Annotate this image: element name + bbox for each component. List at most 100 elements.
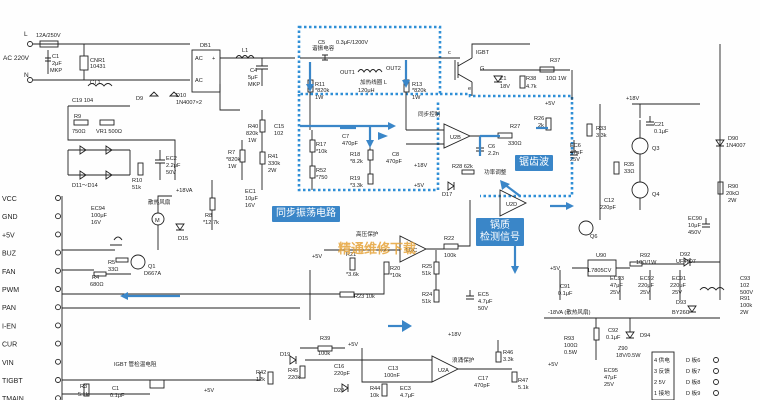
connector-pin-terminal [55,377,61,383]
resistor-R37 [539,66,555,73]
label-Z90v: 18V/0.5W [616,353,641,359]
label-R5v: 33Ω [108,267,118,273]
label-R7v: *820k [226,157,241,163]
zener-Z1 [493,75,503,83]
label-D15: D15 [178,236,188,242]
d-board-pin-label: 2 5V [654,380,666,386]
label-R3v: 5.1k [78,392,89,398]
capacitor-C4 [256,58,268,86]
label-EC95u: 25V [604,382,614,388]
label-EC6u: 25V [570,157,580,163]
resistor-R39 [317,345,333,352]
fuse [39,40,59,48]
label-DB1-plus: + [212,56,215,62]
label-R92: R92 [640,253,650,259]
connector-pin-label: VCC [2,196,17,203]
connector-pin-terminal [55,340,61,347]
label-C4: C4 [250,68,257,74]
label-EC3v: 4.7μF [400,393,415,399]
potentiometer-VR1 [99,119,115,126]
d-board-target-label: D 板7 [686,367,700,375]
label-fan-motor-M: M [155,218,160,224]
connector-pin-label: TMAIN [2,396,24,400]
connector-pin-group: VCCGND+5VBUZFANPWMPANI-ENCURVINTIGBTTMAI… [2,195,61,400]
label-fan: 散热风扇 [148,198,171,206]
resistor-R90 [717,181,724,195]
label-D93: D93 [676,300,686,306]
label-EC90: EC90 [688,216,702,222]
label-R92v: 10Ω/1W [636,260,657,266]
power-supply-5v: U90 L7805CV +5V R92 10Ω/1W D92 UF4007 C9… [550,252,753,316]
label-R21v: *3.6k [346,272,359,278]
label-D10: D10 [176,93,186,99]
label-EC90u: 450V [688,230,701,236]
label-EC94: EC94 [91,206,105,212]
label-C1b: C1 [112,386,119,392]
resistor-R21 [349,257,356,271]
resistor-R45 [299,365,306,379]
label-C1v: 2μF [52,61,62,67]
label-U2D: U2D [506,202,517,208]
label-R46v: 3.3k [503,357,514,363]
label-R7: R7 [228,150,235,156]
transformer-winding [699,287,725,291]
label-R47: R47 [518,378,528,384]
label-coil: 加热线圈 L [360,78,387,86]
label-EC91u: 25V [672,290,682,296]
label-R42v: 12k [256,377,265,383]
label-R52v: *750 [316,175,328,181]
label-EC94u: 16V [91,220,101,226]
resonant-dotted-box [297,25,442,96]
label-R20v: *10k [390,273,401,279]
label-R19v: *3.3k [350,183,363,189]
label-R22v: 100k [444,253,456,259]
label-R4: R4 [92,275,99,281]
label-EC91: EC91 [672,276,686,282]
diode-D19 [289,355,297,365]
label-R91: R91 [740,296,750,302]
resistor-R5 [115,257,129,263]
label-DB1-ac2: AC [195,78,203,84]
label-R33v: 3.3k [596,133,607,139]
resistor-R3 [83,383,90,397]
label-R44v: 10k [370,393,379,399]
arrow-surge-head [402,320,412,332]
label-fuse: 12A/250V [36,33,61,39]
label-C92v: 0.1μF [606,335,621,341]
label-R9v: 750Ω [72,129,86,135]
connector-pin-terminal [55,358,61,365]
resistor-R24 [433,289,440,303]
arrow-sync-2 [378,132,388,140]
label-C6v: 2.2n [488,151,499,157]
label-Z1: Z1 [500,76,507,82]
label-ov-5v: +5V [312,254,322,260]
rectifier-section: DB1 AC AC + D9 D10 1N4007×2 L1 C4 5μF MK… [136,43,295,111]
connector-pin-label: VIN [2,360,14,367]
d-board-target-label: D 板8 [686,378,700,386]
d-board-terminal [713,390,719,396]
label-R40p: 1W [248,138,257,144]
label-C1t: MKP [50,68,62,74]
label-u2b-18v: +18V [414,163,427,169]
connector-pin-label: I-EN [2,323,16,330]
label-R10v: 51k [132,185,141,191]
transistor-Q1 [130,254,146,270]
label-OUT2: OUT2 [386,66,401,72]
label-D90v: 1N4007 [726,143,746,149]
resistor-R18 [367,149,374,161]
label-EC5u: 50V [478,306,488,312]
label-d17-5v: +5V [414,183,424,189]
rectifier-bridge-D11-D14 [67,145,131,180]
resistor-R9 [73,119,89,126]
label-ac220: AC 220V [3,55,30,62]
connector-pin-terminal [55,267,61,274]
connector-pin-label: PWM [2,287,19,294]
label-R18: R18 [350,152,360,158]
label-R42: R42 [256,370,266,376]
ntc-thermistor [149,379,165,389]
fan-power-section: -18VA (散热风扇) R93 100Ω 0.5W C92 0.1μF D94… [544,308,720,400]
heating-coil [357,69,383,73]
label-VR1: VR1 500Ω [96,129,122,135]
label-EC5: EC5 [478,292,489,298]
arrow-r18-head [366,140,374,148]
